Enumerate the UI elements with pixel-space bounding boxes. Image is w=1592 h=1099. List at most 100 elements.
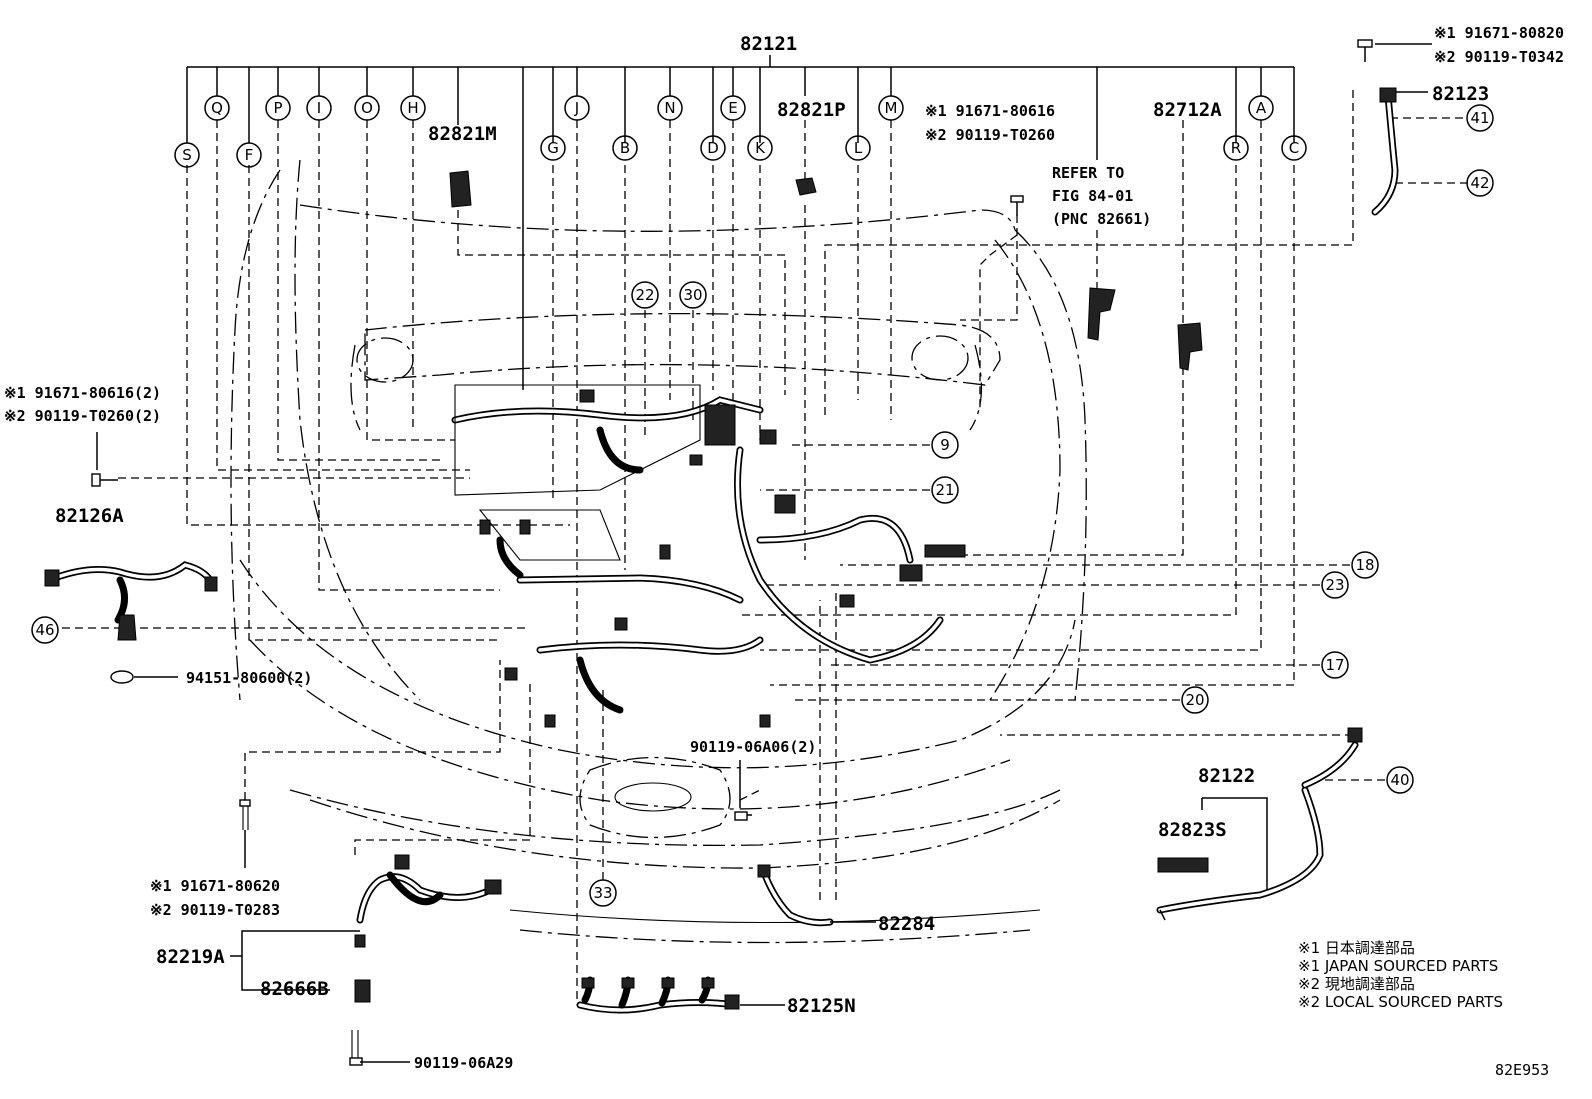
- label-82125N: 82125N: [787, 995, 856, 1017]
- svg-text:A: A: [1256, 99, 1267, 117]
- svg-text:FIG 84-01: FIG 84-01: [1052, 187, 1133, 205]
- callout-A: A: [1248, 95, 1274, 121]
- svg-text:M: M: [885, 99, 898, 117]
- label-82823S: 82823S: [1158, 819, 1227, 841]
- callout-F: F: [236, 142, 262, 168]
- label-82219A: 82219A: [156, 946, 225, 968]
- svg-text:L: L: [854, 139, 863, 157]
- svg-text:23: 23: [1325, 576, 1344, 594]
- label-82123: 82123: [1432, 83, 1489, 105]
- svg-text:※1 JAPAN SOURCED PARTS: ※1 JAPAN SOURCED PARTS: [1298, 957, 1498, 975]
- callout-H: H: [400, 95, 426, 121]
- callout-O: O: [354, 95, 380, 121]
- svg-text:33: 33: [593, 884, 612, 902]
- svg-text:B: B: [620, 139, 630, 157]
- bolt-bottom-left-2: ※2 90119-T0283: [150, 901, 280, 919]
- svg-text:46: 46: [35, 621, 54, 639]
- diagram-code: 82E953: [1495, 1061, 1549, 1079]
- callout-22: 22: [631, 281, 659, 309]
- sourcing-legend: ※1 日本調達部品 ※1 JAPAN SOURCED PARTS ※2 現地調達…: [1298, 939, 1503, 1011]
- bolt-bottom: 90119-06A29: [414, 1054, 513, 1072]
- label-82666B: 82666B: [260, 978, 329, 1000]
- svg-text:F: F: [245, 146, 254, 164]
- callout-17: 17: [1321, 651, 1349, 679]
- bolt-labels: ※1 91671-80820 ※2 90119-T0342 ※1 91671-8…: [4, 24, 1564, 1072]
- part-labels: 82121 82821M 82821P 82712A 82123 82126A …: [55, 33, 1489, 1017]
- svg-text:18: 18: [1355, 556, 1374, 574]
- svg-text:17: 17: [1325, 656, 1344, 674]
- svg-text:22: 22: [635, 286, 654, 304]
- callout-42: 42: [1466, 169, 1494, 197]
- svg-text:K: K: [755, 139, 766, 157]
- vehicle-body-outline: [230, 159, 1087, 944]
- svg-text:21: 21: [935, 481, 954, 499]
- label-82121: 82121: [740, 33, 797, 55]
- label-82122: 82122: [1198, 765, 1255, 787]
- bolt-left-2: ※2 90119-T0260(2): [4, 407, 161, 425]
- clip-left-label: 94151-80600(2): [186, 669, 312, 687]
- label-82126A: 82126A: [55, 505, 124, 527]
- svg-text:N: N: [664, 99, 675, 117]
- small-parts: [44, 39, 1432, 1066]
- number-callouts: 22 30 9 21 18 23 17 20 33 41 42 40 46: [31, 104, 1494, 907]
- svg-text:REFER TO: REFER TO: [1052, 164, 1124, 182]
- bolt-center-low: 90119-06A06(2): [690, 738, 816, 756]
- callout-40: 40: [1386, 766, 1414, 794]
- svg-text:H: H: [407, 99, 418, 117]
- callout-21: 21: [931, 476, 959, 504]
- callout-9: 9: [931, 431, 959, 459]
- svg-text:E: E: [728, 99, 737, 117]
- svg-text:※2 現地調達部品: ※2 現地調達部品: [1298, 975, 1415, 993]
- svg-text:S: S: [182, 146, 192, 164]
- callout-D: D: [700, 135, 726, 161]
- label-82712A: 82712A: [1153, 99, 1222, 121]
- bolt-bottom-left-1: ※1 91671-80620: [150, 877, 280, 895]
- svg-text:30: 30: [683, 286, 702, 304]
- reference-note: REFER TO FIG 84-01 (PNC 82661): [1052, 164, 1151, 228]
- callout-B: B: [612, 135, 638, 161]
- label-82284: 82284: [878, 913, 935, 935]
- svg-text:R: R: [1231, 139, 1241, 157]
- bolt-top-right-2: ※2 90119-T0342: [1434, 48, 1564, 66]
- svg-text:9: 9: [940, 436, 950, 454]
- callout-30: 30: [679, 281, 707, 309]
- svg-text:J: J: [574, 99, 579, 117]
- bolt-center-2: ※2 90119-T0260: [925, 126, 1055, 144]
- main-harness-body: [451, 384, 966, 728]
- label-82821M: 82821M: [428, 123, 497, 145]
- dashed-leader-lines: [62, 90, 1468, 1000]
- callout-R: R: [1223, 135, 1249, 161]
- svg-text:※1 日本調達部品: ※1 日本調達部品: [1298, 939, 1415, 957]
- callout-18: 18: [1351, 551, 1379, 579]
- callout-P: P: [265, 95, 291, 121]
- svg-text:C: C: [1289, 139, 1299, 157]
- svg-text:※2 LOCAL SOURCED PARTS: ※2 LOCAL SOURCED PARTS: [1298, 993, 1503, 1011]
- callout-46: 46: [31, 616, 59, 644]
- svg-text:20: 20: [1185, 691, 1204, 709]
- svg-text:O: O: [361, 99, 373, 117]
- bolt-top-right-1: ※1 91671-80820: [1434, 24, 1564, 42]
- svg-text:Q: Q: [211, 99, 223, 117]
- callout-23: 23: [1321, 571, 1349, 599]
- svg-text:D: D: [707, 139, 719, 157]
- callout-G: G: [540, 135, 566, 161]
- bolt-left-1: ※1 91671-80616(2): [4, 384, 161, 402]
- callout-M: M: [878, 95, 904, 121]
- svg-text:I: I: [317, 99, 321, 117]
- svg-text:G: G: [547, 139, 559, 157]
- callout-L: L: [845, 135, 871, 161]
- callout-I: I: [306, 95, 332, 121]
- callout-33: 33: [589, 879, 617, 907]
- callout-20: 20: [1181, 686, 1209, 714]
- main-harness-leader: [186, 55, 1295, 390]
- label-82821P: 82821P: [777, 99, 846, 121]
- svg-text:40: 40: [1390, 771, 1409, 789]
- callout-N: N: [657, 95, 683, 121]
- bolt-center-1: ※1 91671-80616: [925, 102, 1055, 120]
- letter-callouts: S Q F P I O H G J B N D E K L M R A C: [174, 95, 1307, 168]
- callout-S: S: [174, 142, 200, 168]
- callout-K: K: [747, 135, 773, 161]
- svg-text:41: 41: [1470, 109, 1489, 127]
- callout-41: 41: [1466, 104, 1494, 132]
